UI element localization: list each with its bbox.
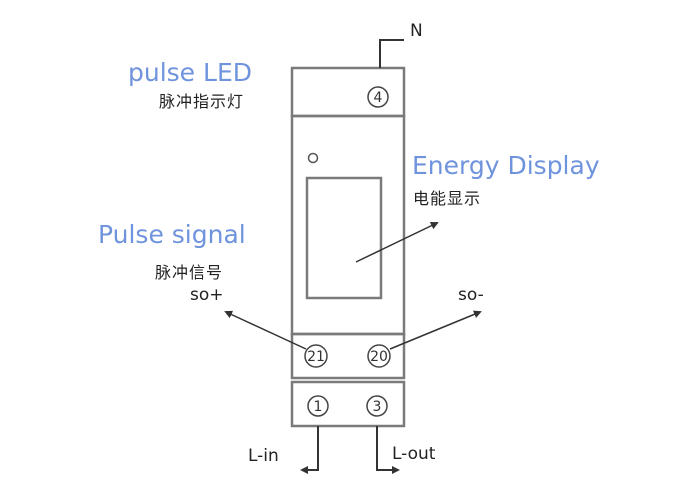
neutral-label: N — [410, 21, 423, 41]
meter-signal-terminal-block — [290, 332, 406, 380]
pulse-led-label-cn: 脉冲指示灯 — [159, 92, 245, 111]
l-out-wire — [376, 426, 400, 474]
terminal-21 — [304, 344, 328, 368]
terminal-21-number: 21 — [307, 349, 325, 365]
energy-display-label: Energy Display — [412, 151, 600, 180]
pulse-signal-label-cn: 脉冲信号 — [155, 263, 224, 282]
l-out-label: L-out — [392, 444, 436, 464]
neutral-wire — [379, 39, 404, 68]
meter-main-body — [290, 114, 406, 336]
l-in-wire — [300, 426, 319, 474]
so-minus-label: so- — [458, 285, 484, 305]
so-plus-label: so+ — [190, 285, 224, 305]
terminal-4 — [367, 86, 389, 108]
pulse-led — [307, 152, 319, 164]
l-in-label: L-in — [248, 446, 279, 466]
pulse-signal-label: Pulse signal — [98, 220, 246, 249]
terminal-1-number: 1 — [314, 399, 323, 415]
terminal-3-number: 3 — [373, 399, 382, 415]
terminal-20 — [367, 344, 391, 368]
energy-display-window — [305, 176, 383, 300]
terminal-3 — [366, 395, 388, 417]
energy-display-arrow — [355, 221, 439, 263]
terminal-4-number: 4 — [374, 90, 383, 106]
so-minus-arrow — [389, 310, 482, 350]
terminal-20-number: 20 — [370, 349, 388, 365]
meter-power-terminal-block — [290, 380, 406, 428]
pulse-led-label: pulse LED — [128, 58, 252, 87]
energy-display-label-cn: 电能显示 — [413, 189, 482, 208]
so-plus-arrow — [224, 310, 307, 350]
terminal-1 — [307, 395, 329, 417]
